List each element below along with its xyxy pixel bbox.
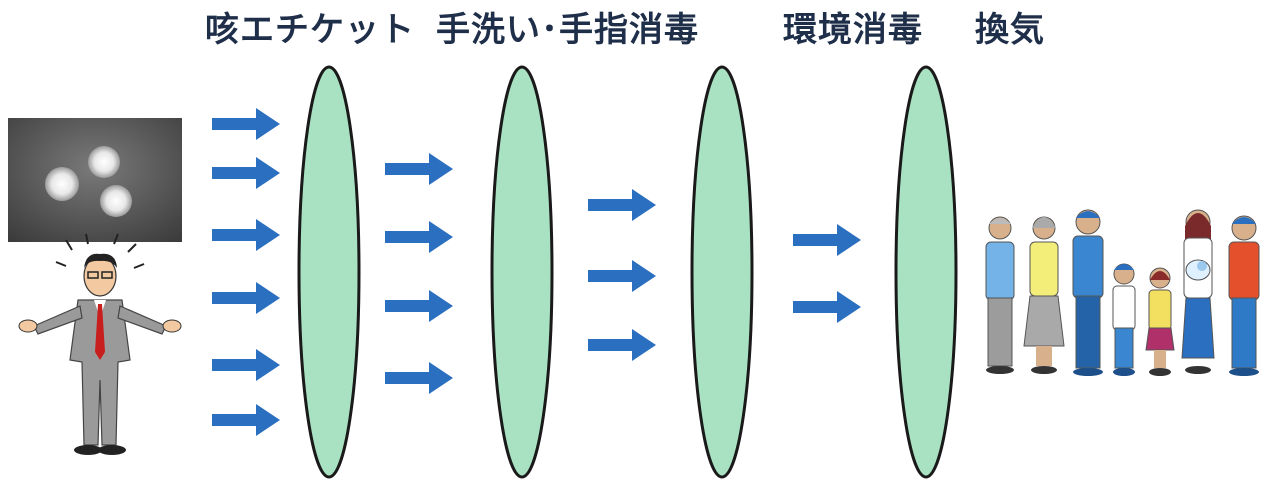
virus-particle (100, 185, 132, 217)
barrier-hand-hygiene (490, 65, 554, 479)
label-ventilation: 換気 (975, 10, 1045, 50)
label-hand-hygiene: 手洗い･手指消毒 (436, 10, 699, 50)
arrow-right-icon (385, 153, 453, 185)
arrow-right-icon (793, 224, 861, 256)
person-grandfather (985, 216, 1015, 374)
virus-particle (88, 146, 120, 178)
person-father (1072, 209, 1104, 376)
barrier-environment-disinfection (690, 65, 754, 479)
arrow-right-icon (588, 260, 656, 292)
arrow-right-icon (212, 404, 280, 436)
barrier-cough-etiquette (297, 65, 361, 479)
arrow-right-icon (385, 290, 453, 322)
arrow-right-icon (212, 108, 280, 140)
barrier-ventilation (894, 65, 958, 479)
arrow-right-icon (385, 362, 453, 394)
arrow-group (212, 108, 861, 436)
arrow-right-icon (385, 221, 453, 253)
person-young-man (1228, 215, 1260, 376)
arrow-right-icon (212, 349, 280, 381)
arrow-right-icon (588, 329, 656, 361)
worried-man-figure (18, 233, 182, 455)
person-girl (1145, 267, 1175, 376)
person-mother-with-baby (1181, 209, 1215, 374)
label-environment-disinfection: 環境消毒 (783, 10, 923, 50)
arrow-right-icon (212, 219, 280, 251)
virus-micrograph-image (8, 118, 182, 242)
arrow-right-icon (588, 189, 656, 221)
person-grandmother (1023, 216, 1065, 374)
label-cough-etiquette: 咳エチケット (205, 10, 415, 50)
family-group-figures (985, 209, 1260, 376)
person-boy (1112, 263, 1136, 376)
arrow-right-icon (212, 282, 280, 314)
barrier-group (297, 65, 958, 479)
virus-particle (45, 167, 79, 201)
arrow-right-icon (212, 157, 280, 189)
arrow-right-icon (793, 291, 861, 323)
